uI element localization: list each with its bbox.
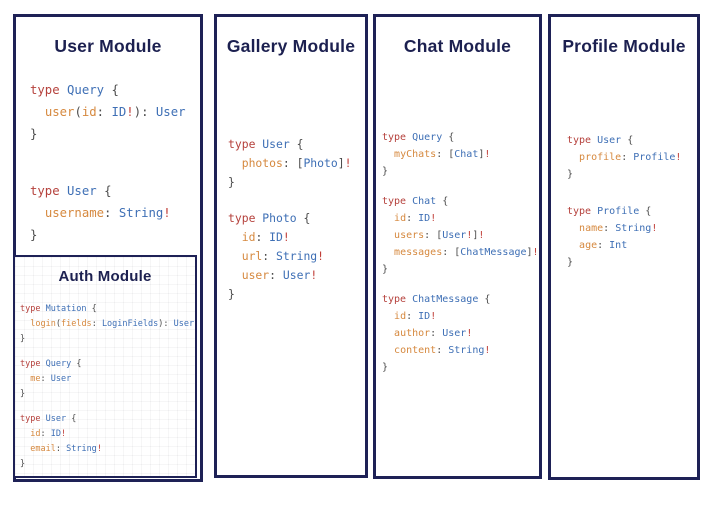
code-line: users: [User!]! [394, 230, 485, 241]
panel-title: Auth Module [58, 268, 152, 285]
code-line: email: String! [30, 444, 102, 454]
code-line: type Chat { [382, 196, 449, 207]
code-line: type Query { [20, 359, 82, 369]
code-area: type Query { myChats: [Chat]!}type Chat … [382, 129, 539, 376]
code-line: content: String! [394, 345, 491, 356]
code-line: author: User! [394, 328, 473, 339]
code-block: type Query { me: User} [20, 357, 194, 402]
code-area: type Query { user(id: ID!): User}type Us… [30, 79, 186, 246]
code-block: type User { profile: Profile!} [567, 132, 681, 183]
code-line: url: String! [241, 249, 325, 263]
code-block: type User { id: ID! email: String!} [20, 412, 194, 472]
code-line: id: ID! [394, 311, 437, 322]
gallery-module-panel: Gallery Module type User { photos: [Phot… [214, 14, 368, 478]
code-line: id: ID! [394, 213, 437, 224]
code-line: user: User! [241, 268, 318, 282]
code-line: id: ID! [241, 230, 290, 244]
code-line: } [382, 264, 389, 275]
code-line: name: String! [579, 223, 658, 234]
code-block: type Query { myChats: [Chat]!} [382, 129, 539, 180]
code-line: profile: Profile! [579, 152, 682, 163]
code-line: } [30, 228, 38, 242]
code-block: type Profile { name: String! age: Int} [567, 203, 681, 271]
code-line: login(fields: LoginFields): User [30, 319, 195, 329]
code-line: type Profile { [567, 206, 652, 217]
auth-module-panel: Auth Module type Mutation { login(fields… [13, 255, 197, 478]
code-block: type Chat { id: ID! users: [User!]! mess… [382, 193, 539, 278]
code-line: } [567, 257, 574, 268]
user-module-panel: User Module type Query { user(id: ID!): … [13, 14, 203, 482]
code-line: } [20, 389, 26, 399]
code-block: type User { username: String!} [30, 180, 186, 246]
panel-title: Gallery Module [226, 36, 356, 56]
code-line: username: String! [44, 206, 171, 220]
code-block: type ChatMessage { id: ID! author: User!… [382, 291, 539, 376]
code-line: } [20, 459, 26, 469]
code-line: type Mutation { [20, 304, 97, 314]
code-line: photos: [Photo]! [241, 156, 352, 170]
code-line: } [382, 362, 389, 373]
code-line: type User { [228, 137, 304, 151]
panel-title: User Module [54, 36, 162, 56]
panel-title: Profile Module [562, 36, 686, 56]
code-line: } [20, 334, 26, 344]
code-area: type User { profile: Profile!}type Profi… [567, 132, 681, 271]
code-area: type Mutation { login(fields: LoginField… [20, 302, 194, 472]
code-line: age: Int [579, 240, 628, 251]
code-line: type Query { [30, 83, 119, 97]
code-line: } [228, 175, 235, 189]
code-line: user(id: ID!): User [44, 105, 186, 119]
code-line: me: User [30, 374, 72, 384]
code-line: } [30, 127, 38, 141]
code-line: type User { [567, 135, 634, 146]
code-line: messages: [ChatMessage]! [394, 247, 539, 258]
panel-title: Chat Module [403, 36, 512, 56]
code-line: myChats: [Chat]! [394, 149, 491, 160]
code-line: type ChatMessage { [382, 294, 491, 305]
code-line: type Photo { [228, 211, 311, 225]
code-block: type Photo { id: ID! url: String! user: … [228, 209, 351, 304]
code-block: type Mutation { login(fields: LoginField… [20, 302, 194, 347]
code-line: type Query { [382, 132, 455, 143]
code-line: type User { [30, 184, 112, 198]
profile-module-panel: Profile Module type User { profile: Prof… [548, 14, 700, 480]
code-line: type User { [20, 414, 77, 424]
code-block: type User { photos: [Photo]!} [228, 135, 351, 192]
code-area: type User { photos: [Photo]!}type Photo … [228, 135, 351, 304]
code-line: id: ID! [30, 429, 67, 439]
code-block: type Query { user(id: ID!): User} [30, 79, 186, 145]
chat-module-panel: Chat Module type Query { myChats: [Chat]… [373, 14, 542, 479]
code-line: } [382, 166, 389, 177]
code-line: } [228, 287, 235, 301]
code-line: } [567, 169, 574, 180]
